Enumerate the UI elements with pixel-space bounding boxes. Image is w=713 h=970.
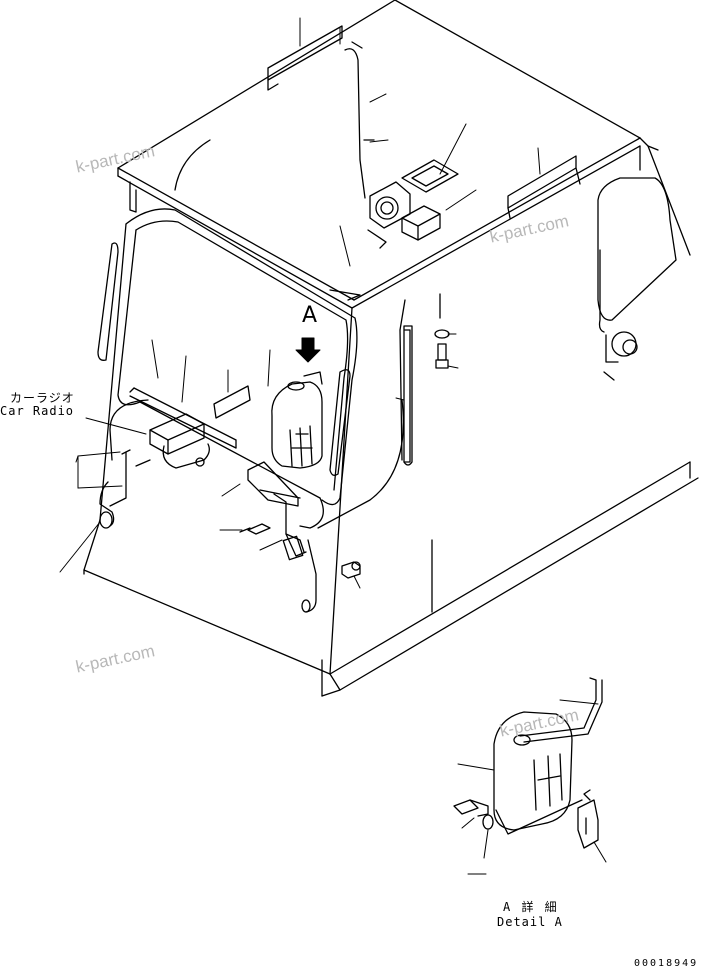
window-label [213,385,251,419]
speaker-plug [401,205,441,241]
detail-a-bolt [453,799,494,830]
leader-lines [59,17,607,875]
motor-bolt [239,523,271,535]
side-bolt [341,561,361,579]
view-a-letter: A [302,303,318,328]
view-arrow [295,337,321,363]
speaker-cover [401,159,459,193]
part-number: 00018949 [634,958,699,969]
car-radio [149,413,210,469]
door-handle [403,325,413,466]
washer-tank [271,371,323,469]
car-radio-label-jp: カーラジオ [10,391,75,405]
roof-label-left [267,25,343,91]
rear-window-frame [97,208,358,521]
wiper-arm [129,387,237,449]
roof-seal [329,289,361,301]
roof-harness [344,41,387,249]
cab-roof [117,0,659,309]
washer-bolt-main [434,329,450,369]
cab-body [83,145,699,697]
roof-label-right [507,155,581,219]
detail-a-title-en: Detail A [497,915,563,929]
detail-a-hose [519,677,603,743]
detail-a-title-jp: A 詳 細 [503,900,559,914]
speaker [369,181,411,229]
detail-a-bracket [577,789,599,849]
wiper-motor [247,461,307,561]
detail-a-tank [493,711,583,835]
car-radio-label-en: Car Radio [0,404,75,418]
floor-harness [109,299,411,529]
radio-wiring [99,449,317,613]
